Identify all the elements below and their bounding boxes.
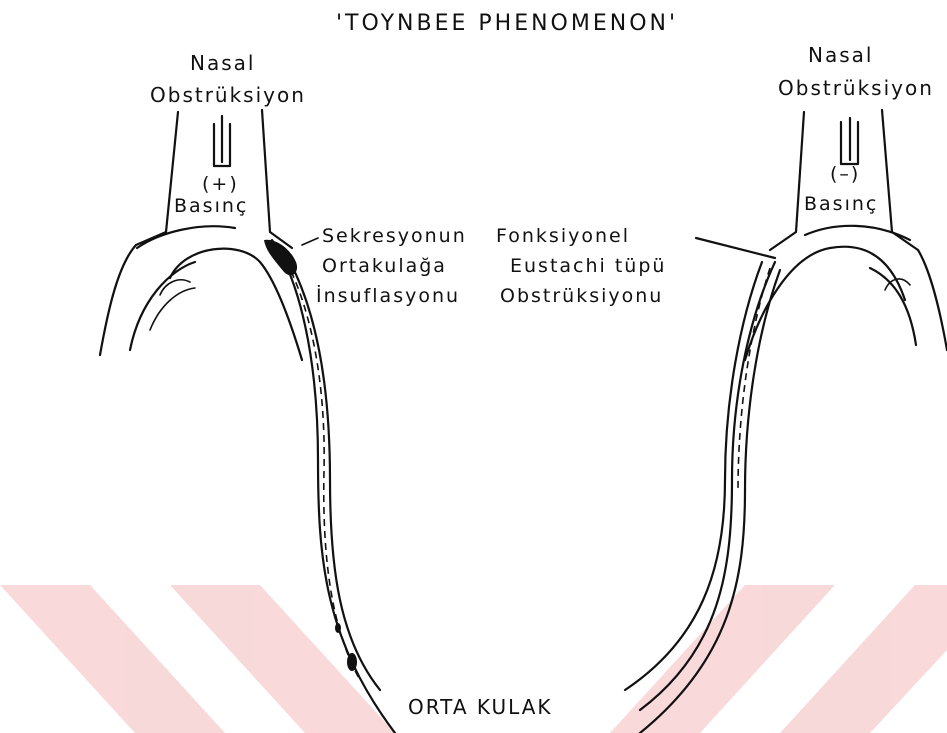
center-left-line2: Ortakulağa xyxy=(322,255,447,277)
center-left-line3: İnsuflasyonu xyxy=(316,284,460,307)
diagram-title: 'TOYNBEE PHENOMENON' xyxy=(336,11,678,36)
left-pressure-sign: (+) xyxy=(202,173,239,195)
center-right-line2: Eustachi tüpü xyxy=(510,255,666,277)
right-pressure-sign: (–) xyxy=(830,163,860,185)
center-right-line3: Obstrüksiyonu xyxy=(500,285,663,307)
left-obstruction-line2: Obstrüksiyon xyxy=(150,83,306,107)
right-obstruction-line1: Nasal xyxy=(808,43,873,67)
right-pressure-label: Basınç xyxy=(804,193,878,215)
left-obstruction-line1: Nasal xyxy=(190,51,255,75)
right-nasopharynx xyxy=(745,110,947,360)
center-left-line1: Sekresyonun xyxy=(322,225,467,247)
center-right-line1: Fonksiyonel xyxy=(496,225,630,247)
left-nasopharynx xyxy=(100,110,302,360)
left-pressure-label: Basınç xyxy=(174,195,248,217)
middle-ear-label: ORTA KULAK xyxy=(408,695,553,719)
right-obstruction-line2: Obstrüksiyon xyxy=(778,76,934,100)
